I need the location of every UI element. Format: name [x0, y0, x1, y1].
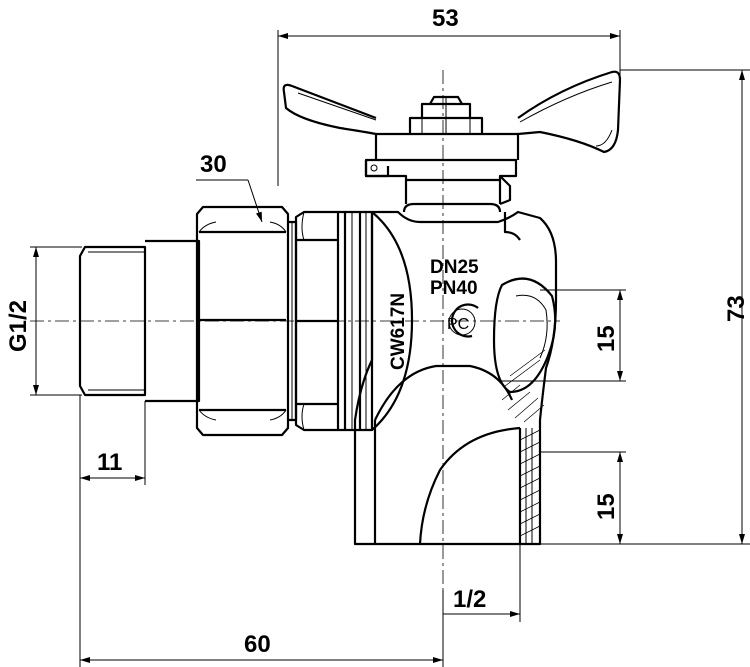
valve-body [353, 202, 558, 546]
dim-nut-size-label: 30 [200, 151, 227, 178]
dim-upper-thread-label: 15 [593, 325, 620, 352]
dim-female-thread-label: 1/2 [453, 586, 486, 613]
dim-overall-length-label: 60 [244, 631, 271, 658]
certification-mark: PC [447, 303, 479, 338]
body-marking: CW617N DN25 PN40 PC [388, 257, 479, 370]
dn-marking: DN25 [430, 257, 479, 278]
center-lines [30, 70, 560, 615]
dim-height: 73 [540, 69, 750, 545]
dim-nut-size: 30 [196, 151, 263, 223]
dim-lower-thread-label: 15 [593, 493, 620, 520]
dim-female-thread: 1/2 [443, 544, 521, 622]
dim-upper-thread-length: 15 [500, 289, 626, 382]
dim-male-thread: G1/2 [5, 246, 82, 396]
dim-male-thread-label: G1/2 [5, 300, 32, 352]
valve-stem-assembly [282, 70, 622, 206]
section-hatching-lower [519, 429, 541, 537]
dim-thread-length: 11 [79, 395, 146, 667]
dim-height-label: 73 [723, 295, 750, 322]
dim-top-width-label: 53 [432, 5, 459, 32]
dim-overall-length: 60 [80, 590, 444, 667]
dim-top-width: 53 [277, 5, 621, 186]
pn-marking: PN40 [430, 278, 478, 299]
union-nut [195, 205, 298, 437]
dim-lower-thread-length: 15 [540, 451, 626, 544]
body-hex [294, 210, 340, 432]
section-hatching-upper [501, 349, 546, 423]
material-marking: CW617N [388, 293, 409, 370]
dim-thread-length-label: 11 [97, 449, 122, 476]
certification-text: PC [447, 316, 469, 333]
